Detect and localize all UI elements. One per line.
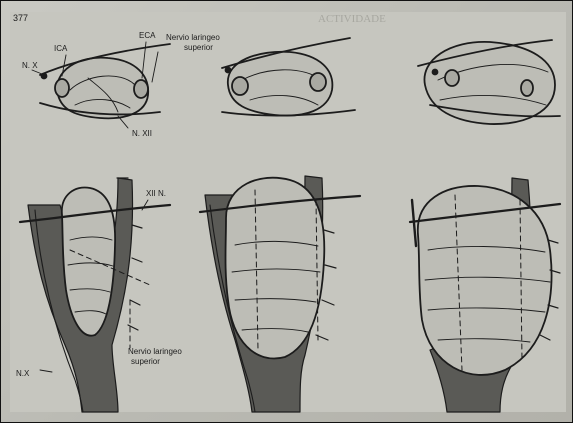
label-nervio-top-2: superior [184, 43, 213, 52]
label-nx-top: N. X [22, 61, 38, 70]
label-nervio-bottom-2: superior [131, 357, 160, 366]
label-nxii: N. XII [132, 129, 152, 138]
bleed-heading: ACTIVIDADE [318, 13, 386, 25]
eca-vessel-2 [310, 73, 326, 91]
tumor-lateral-2 [226, 178, 325, 359]
label-xii: XII N. [146, 189, 166, 198]
eca-vessel-1 [134, 80, 148, 98]
label-eca: ECA [139, 31, 156, 40]
eca-vessel-3 [521, 80, 533, 96]
label-nx-bottom: N.X [16, 369, 30, 378]
ica-vessel-2 [232, 77, 248, 95]
label-ica: ICA [54, 44, 68, 53]
label-nervio-bottom-1: Nervio laringeo [128, 347, 182, 356]
tumor-section-3 [424, 42, 555, 124]
tumor-lateral-3 [418, 186, 552, 375]
page-number: 377 [13, 13, 28, 23]
vagus-dot-3 [433, 70, 438, 75]
ica-vessel-3 [445, 70, 459, 86]
label-nervio-top-1: Nervio laringeo [166, 33, 220, 42]
ica-vessel-1 [55, 79, 69, 97]
vagus-dot-2 [226, 68, 231, 73]
